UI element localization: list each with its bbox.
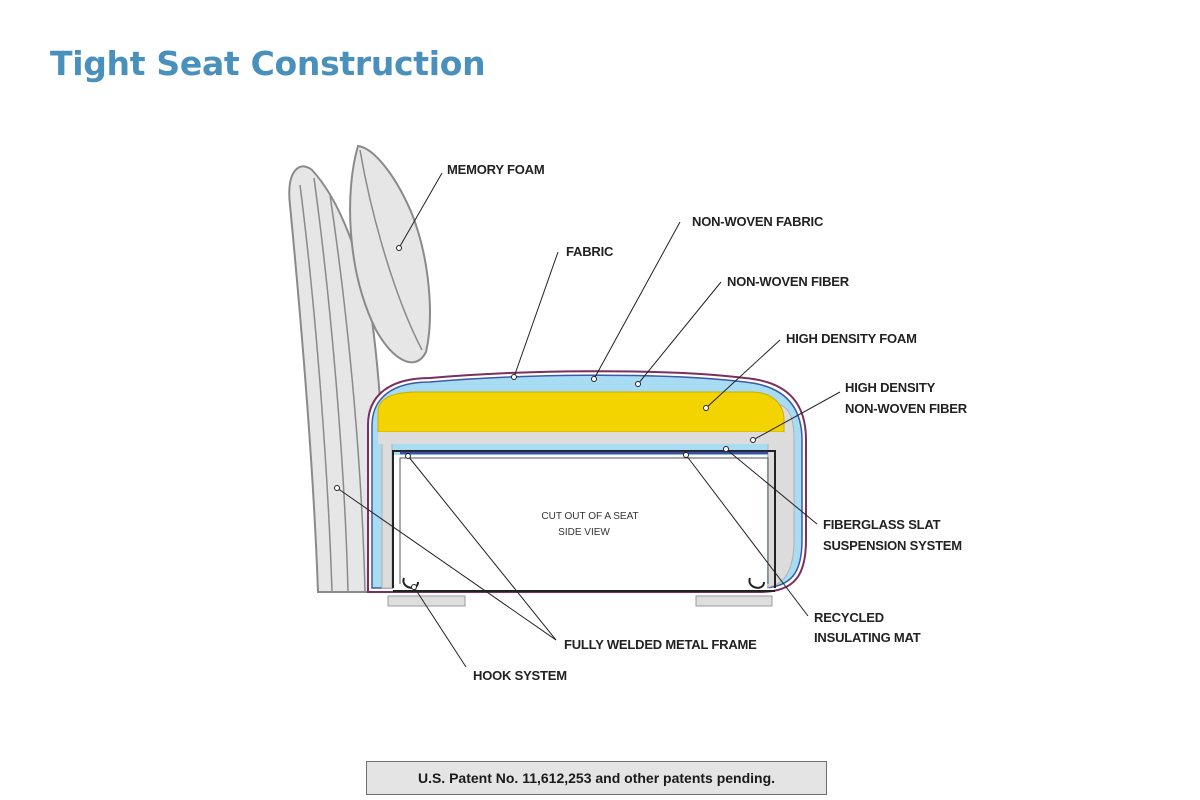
cutout-interior [393, 455, 767, 591]
rear-hook [748, 577, 765, 589]
label-recycled-mat-line2: INSULATING MAT [814, 630, 921, 645]
leader-frame-1 [336, 487, 557, 641]
dot-fabric [511, 374, 517, 380]
patent-notice: U.S. Patent No. 11,612,253 and other pat… [366, 761, 827, 795]
label-hook-system: HOOK SYSTEM [473, 668, 567, 683]
leader-lines [336, 172, 841, 668]
label-non-woven-fiber: NON-WOVEN FIBER [727, 274, 850, 289]
leader-high-density-foam [705, 339, 781, 409]
patent-text: U.S. Patent No. 11,612,253 and other pat… [417, 770, 776, 786]
dot-frame-2 [405, 453, 411, 459]
label-high-density-foam: HIGH DENSITY FOAM [786, 331, 917, 346]
dot-non-woven-fiber [635, 381, 641, 387]
leader-non-woven-fiber [637, 281, 722, 385]
rear-foot [695, 595, 773, 607]
fiber-strip [378, 432, 784, 444]
leader-dots [334, 245, 756, 590]
leader-memory-foam [398, 172, 443, 249]
label-memory-foam: MEMORY FOAM [447, 162, 544, 177]
label-fiberglass-slat-line2: SUSPENSION SYSTEM [823, 538, 962, 553]
cutout-note-line2: SIDE VIEW [558, 527, 610, 538]
cutout-note-line1: CUT OUT OF A SEAT [541, 511, 638, 522]
label-welded-frame: FULLY WELDED METAL FRAME [564, 637, 757, 652]
leader-hook-system [413, 586, 467, 668]
back-cushion-seam-3 [329, 194, 366, 593]
label-high-density-fiber-line2: NON-WOVEN FIBER [845, 401, 968, 416]
dot-recycled-mat [683, 452, 689, 458]
leader-fiberglass-slat [725, 448, 818, 525]
label-non-woven-fabric: NON-WOVEN FABRIC [692, 214, 824, 229]
dot-high-density-fiber [750, 437, 756, 443]
dot-frame-1 [334, 485, 340, 491]
label-recycled-mat-line1: RECYCLED [814, 610, 884, 625]
back-cushion-seam-1 [299, 184, 333, 593]
leader-high-density-fiber [752, 391, 841, 441]
dot-memory-foam [396, 245, 402, 251]
front-hook [402, 577, 419, 589]
dot-hook-system [411, 584, 417, 590]
high-density-foam-layer [377, 391, 785, 433]
page-title: Tight Seat Construction [50, 44, 486, 83]
front-foot [387, 595, 466, 607]
leader-non-woven-fabric [593, 221, 681, 380]
memory-foam-pillow-seam [359, 149, 423, 351]
label-high-density-fiber-line1: HIGH DENSITY [845, 380, 936, 395]
label-fiberglass-slat-line1: FIBERGLASS SLAT [823, 517, 941, 532]
dot-fiberglass-slat [723, 446, 729, 452]
label-fabric: FABRIC [566, 244, 614, 259]
metal-frame [392, 450, 776, 592]
seat-cushion [367, 370, 807, 593]
leader-recycled-mat [685, 454, 809, 617]
callout-labels: MEMORY FOAM NON-WOVEN FABRIC FABRIC NON-… [447, 162, 968, 683]
dot-high-density-foam [703, 405, 709, 411]
back-cushion-seam-2 [313, 177, 349, 593]
metal-frame-inner [399, 457, 769, 584]
dot-non-woven-fabric [591, 376, 597, 382]
leader-fabric [513, 251, 559, 378]
leader-frame-2 [407, 455, 557, 641]
